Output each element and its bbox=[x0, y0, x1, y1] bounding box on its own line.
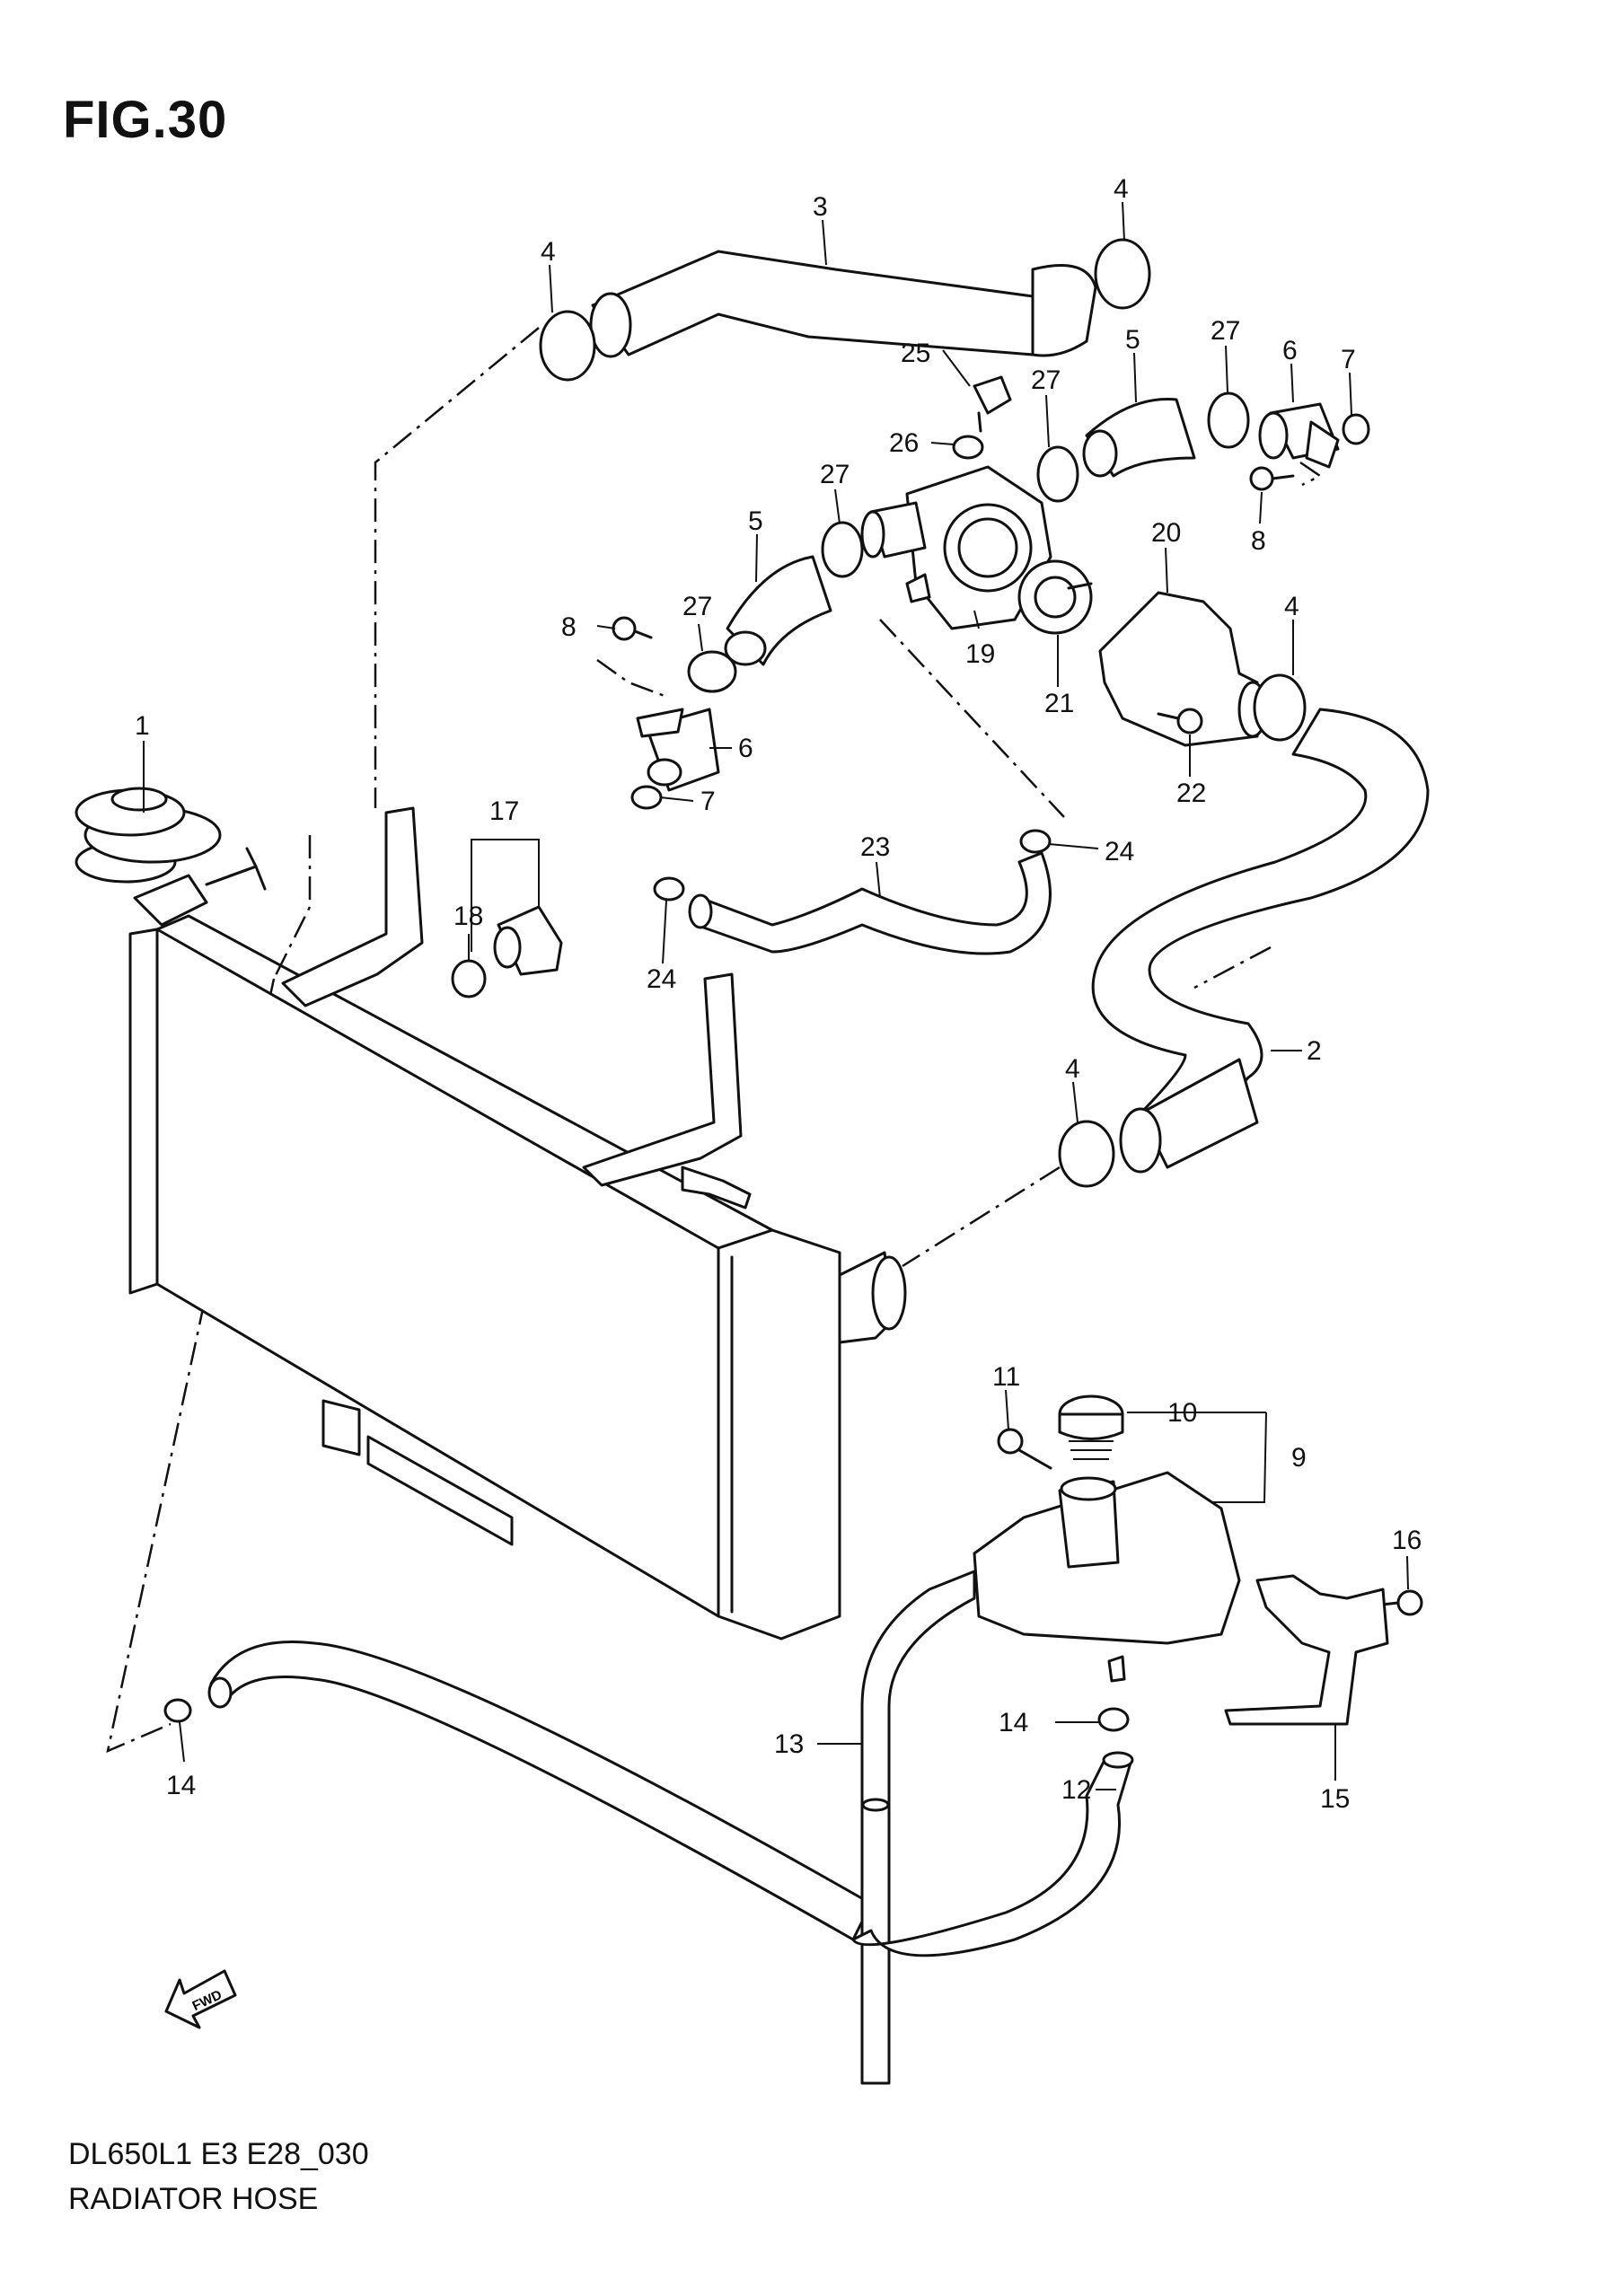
callout-10: 10 bbox=[1167, 1398, 1197, 1428]
thermostat-housing bbox=[860, 465, 1052, 630]
callout-24-left: 24 bbox=[647, 964, 676, 994]
reservoir-cap bbox=[1058, 1394, 1124, 1460]
upper-hose bbox=[589, 250, 1097, 358]
callout-24-right: 24 bbox=[1105, 837, 1134, 866]
callout-26: 26 bbox=[889, 428, 919, 458]
reservoir-tank bbox=[973, 1471, 1241, 1683]
callout-4-top-left: 4 bbox=[541, 237, 556, 267]
radiator-cap bbox=[75, 787, 258, 886]
callout-20: 20 bbox=[1151, 518, 1181, 548]
hose-clamps bbox=[163, 238, 1307, 1732]
callout-8-lower: 8 bbox=[561, 612, 577, 642]
callout-19: 19 bbox=[965, 639, 995, 669]
sensor-17 bbox=[493, 905, 563, 976]
callout-21: 21 bbox=[1044, 689, 1074, 718]
diagram-name: RADIATOR HOSE bbox=[68, 2182, 319, 2216]
callout-15: 15 bbox=[1320, 1784, 1350, 1814]
callout-8-upper: 8 bbox=[1251, 526, 1266, 556]
overflow-hoses bbox=[207, 1570, 1134, 2085]
callout-22: 22 bbox=[1176, 779, 1206, 808]
callout-5-upper: 5 bbox=[1125, 325, 1140, 355]
reservoir-bracket bbox=[1224, 1574, 1389, 1726]
o-rings bbox=[451, 413, 1370, 998]
callout-2: 2 bbox=[1307, 1036, 1322, 1066]
callout-17: 17 bbox=[489, 796, 519, 826]
callout-6-upper: 6 bbox=[1282, 336, 1298, 365]
elbow-lower bbox=[724, 555, 832, 666]
callout-6-lower: 6 bbox=[738, 734, 753, 763]
callout-11: 11 bbox=[992, 1362, 1020, 1392]
callout-7-upper: 7 bbox=[1341, 345, 1356, 374]
fwd-arrow: FWD bbox=[164, 1969, 237, 2029]
figure-title: FIG.30 bbox=[63, 91, 228, 149]
callout-27-upper-right: 27 bbox=[1211, 316, 1240, 346]
callout-27-middle: 27 bbox=[820, 460, 850, 489]
leader-lines bbox=[143, 201, 1409, 1790]
elbow-upper bbox=[1082, 398, 1196, 478]
callout-27-upper: 27 bbox=[1031, 365, 1061, 395]
pipe-upper bbox=[1258, 402, 1340, 469]
small-hose bbox=[688, 851, 1052, 955]
callout-14-left: 14 bbox=[166, 1771, 196, 1800]
callout-labels: 1 2 3 4 4 4 4 5 5 6 6 7 7 8 8 9 10 11 12… bbox=[135, 174, 1422, 1814]
callout-4-top-right: 4 bbox=[1114, 174, 1129, 204]
bolts bbox=[612, 466, 1423, 1616]
callout-16: 16 bbox=[1392, 1526, 1422, 1555]
callout-7-lower: 7 bbox=[700, 787, 716, 816]
callout-1: 1 bbox=[135, 711, 150, 741]
callout-9: 9 bbox=[1291, 1443, 1307, 1473]
diagram-code: DL650L1 E3 E28_030 bbox=[68, 2137, 369, 2171]
sensor-25 bbox=[973, 375, 1012, 433]
callout-13: 13 bbox=[774, 1729, 804, 1759]
callout-12: 12 bbox=[1061, 1775, 1091, 1805]
callout-18: 18 bbox=[453, 902, 483, 931]
callout-4-right: 4 bbox=[1284, 592, 1299, 621]
callout-23: 23 bbox=[860, 832, 890, 862]
callout-27-lower: 27 bbox=[682, 592, 712, 621]
lower-hose bbox=[1091, 708, 1430, 1174]
callout-14-right: 14 bbox=[999, 1708, 1028, 1737]
thermostat bbox=[1017, 559, 1093, 635]
callout-3: 3 bbox=[813, 192, 828, 222]
pipe-lower bbox=[636, 708, 720, 792]
radiator bbox=[128, 806, 907, 1641]
callout-5-lower: 5 bbox=[748, 506, 763, 536]
callout-4-lower: 4 bbox=[1065, 1054, 1080, 1084]
callout-25: 25 bbox=[901, 339, 930, 368]
